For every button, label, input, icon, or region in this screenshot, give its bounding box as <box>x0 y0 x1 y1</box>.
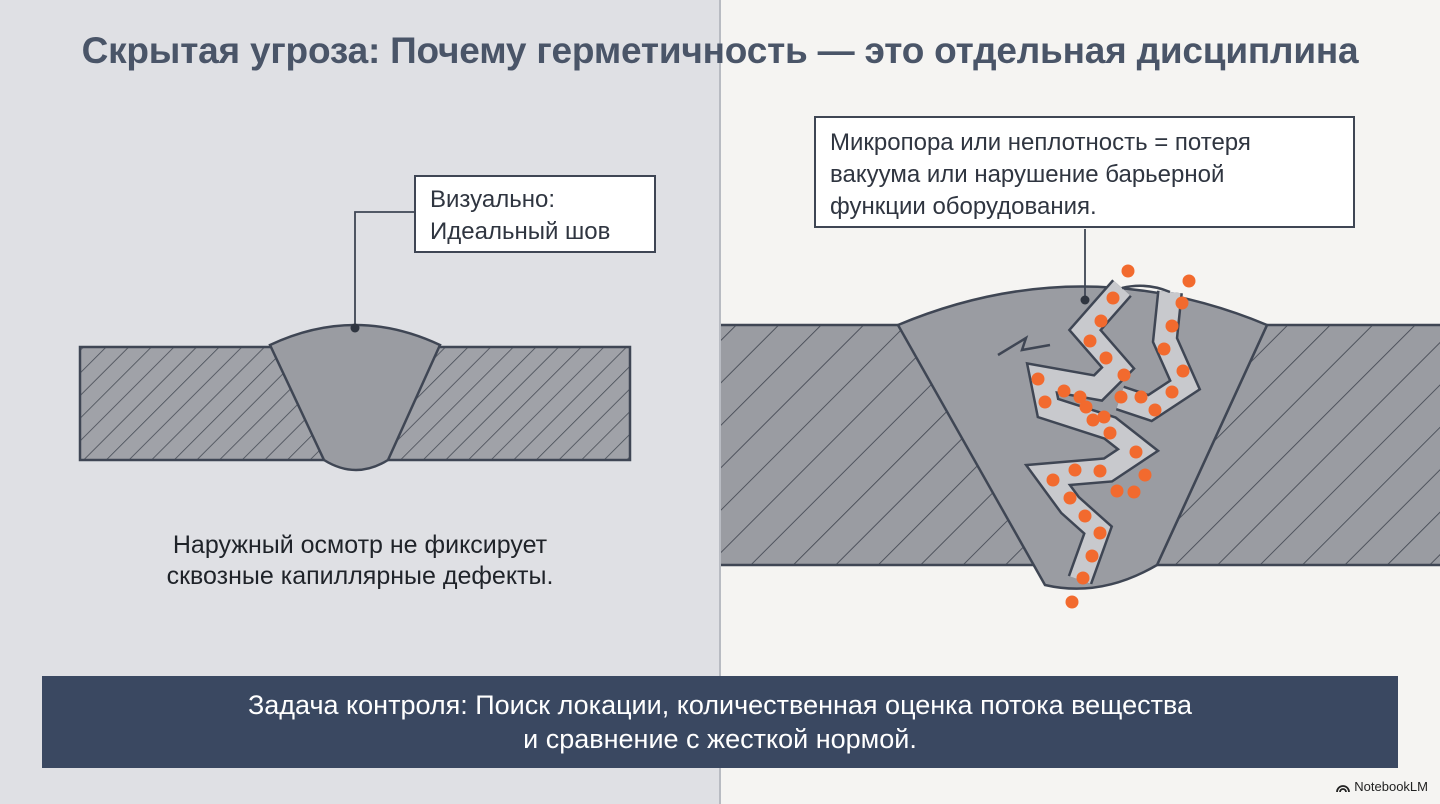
banner-line1: Задача контроля: Поиск локации, количест… <box>247 690 1193 720</box>
notebooklm-icon <box>1336 784 1351 792</box>
credit-label: NotebookLM <box>1354 779 1428 794</box>
left-caption: Наружный осмотр не фиксирует сквозные ка… <box>80 530 640 592</box>
notebooklm-credit: NotebookLM <box>1336 779 1428 794</box>
leak-particles <box>1031 264 1196 609</box>
left-leader-dot <box>350 323 360 333</box>
micropore-callout: Микропора или неплотность = потеря вакуу… <box>814 116 1355 228</box>
control-task-banner: Задача контроля: Поиск локации, количест… <box>42 676 1398 768</box>
right-leader-dot <box>1080 295 1090 305</box>
micropore-callout-line1: Микропора или неплотность = потеря <box>830 129 1251 156</box>
visual-callout-line1: Визуально: <box>430 186 556 213</box>
banner-line2: и сравнение с жесткой нормой. <box>523 724 917 754</box>
left-weld-bead <box>268 323 442 472</box>
micropore-callout-line2: вакуума или нарушение барьерной <box>830 161 1225 188</box>
visual-callout-line2: Идеальный шов <box>430 218 611 245</box>
left-callout-leader <box>354 211 414 327</box>
visual-callout: Визуально: Идеальный шов <box>414 175 656 253</box>
page-title: Скрытая угроза: Почему герметичность — э… <box>81 30 1359 71</box>
panel-divider <box>719 0 721 804</box>
left-caption-line2: сквозные капиллярные дефекты. <box>166 562 554 590</box>
micropore-callout-line3: функции оборудования. <box>830 193 1097 220</box>
left-caption-line1: Наружный осмотр не фиксирует <box>172 531 548 559</box>
